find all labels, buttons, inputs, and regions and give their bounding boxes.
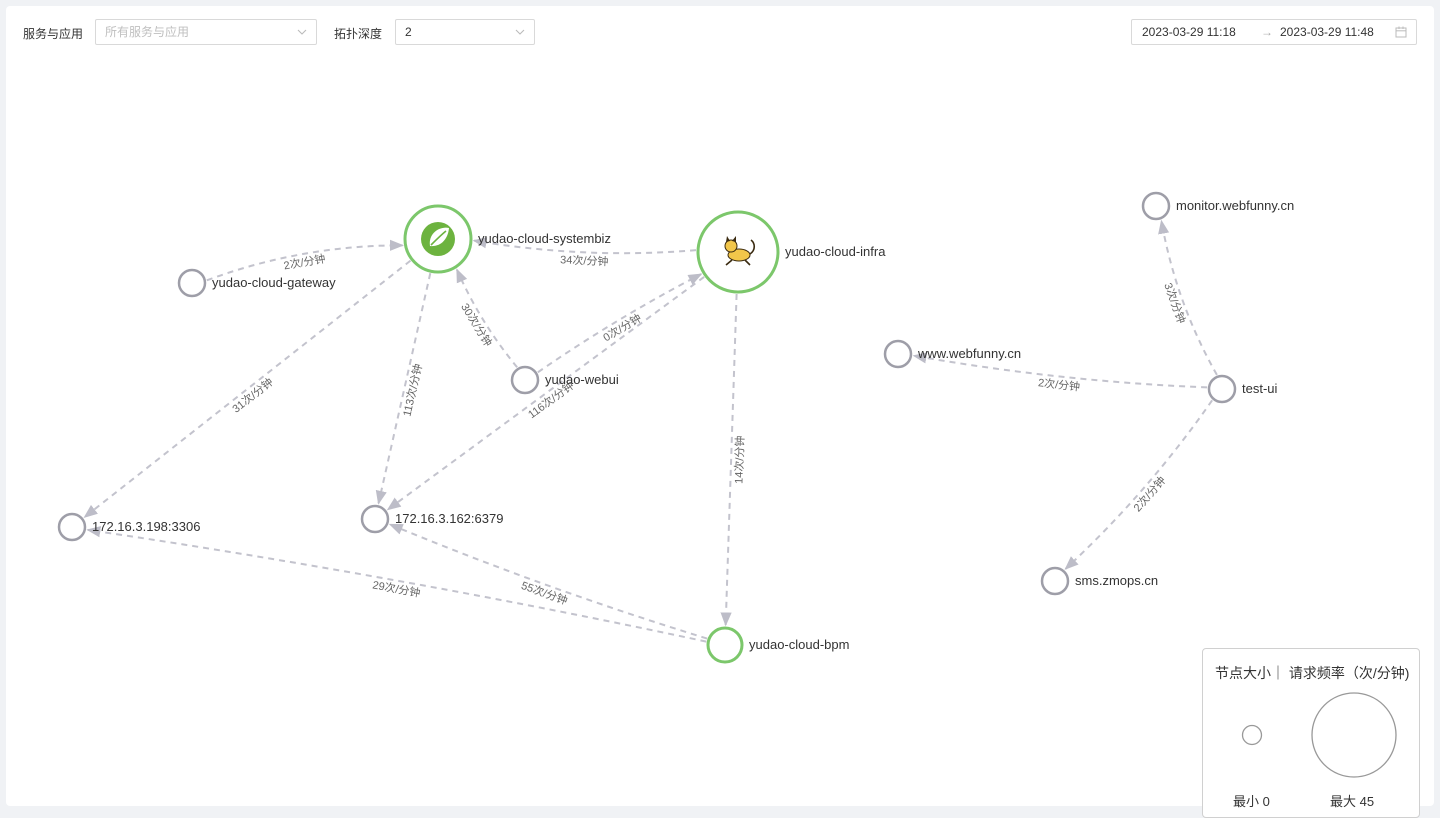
edge-webui-infra[interactable]: 0次/分钟 <box>537 273 703 374</box>
legend-title: 节点大小｜ 请求频率（次/分钟) <box>1215 665 1410 681</box>
node-size-legend: 节点大小｜ 请求频率（次/分钟) 最小 0 最大 45 <box>1202 648 1420 818</box>
edge-infra-systembiz[interactable]: 34次/分钟 <box>472 237 697 269</box>
time-range-end[interactable]: 2023-03-29 11:48 <box>1280 25 1374 39</box>
node-circle[interactable] <box>1040 566 1070 596</box>
depth-select-value: 2 <box>405 25 412 39</box>
node-systembiz[interactable]: yudao-cloud-systembiz <box>403 204 611 274</box>
node-label: sms.zmops.cn <box>1075 573 1158 588</box>
time-range-start[interactable]: 2023-03-29 11:18 <box>1142 25 1236 39</box>
node-circle[interactable] <box>1207 374 1237 404</box>
edge-label: 2次/分钟 <box>1130 473 1168 514</box>
node-label: 172.16.3.162:6379 <box>395 511 503 526</box>
node-testui[interactable]: test-ui <box>1207 374 1278 404</box>
filter-toolbar: 服务与应用 所有服务与应用 拓扑深度 2 2023-03-29 11:18 → … <box>6 6 1434 58</box>
node-circle[interactable] <box>706 626 744 664</box>
edge-systembiz-mysql[interactable]: 31次/分钟 <box>83 259 412 518</box>
nodes-layer: yudao-cloud-systembiz yudao-cloud-infra yu… <box>57 191 1294 664</box>
edge-label: 14次/分钟 <box>731 435 747 484</box>
node-label: yudao-webui <box>545 372 619 387</box>
edge-line[interactable] <box>1064 399 1213 570</box>
edge-line[interactable] <box>455 268 518 368</box>
edge-label: 2次/分钟 <box>1037 375 1080 393</box>
edge-label: 34次/分钟 <box>560 252 609 268</box>
edge-infra-bpm[interactable]: 14次/分钟 <box>720 293 747 627</box>
topology-panel: 服务与应用 所有服务与应用 拓扑深度 2 2023-03-29 11:18 → … <box>6 6 1434 818</box>
edge-testui-www[interactable]: 2次/分钟 <box>912 352 1208 394</box>
calendar-icon[interactable] <box>1395 26 1407 38</box>
edge-webui-systembiz[interactable]: 30次/分钟 <box>455 268 518 368</box>
edge-line[interactable] <box>388 523 708 640</box>
edge-systembiz-redis[interactable]: 113次/分钟 <box>375 272 432 505</box>
edge-testui-sms[interactable]: 2次/分钟 <box>1064 399 1213 570</box>
edge-infra-redis[interactable]: 116次/分钟 <box>386 276 705 511</box>
node-sms[interactable]: sms.zmops.cn <box>1040 566 1158 596</box>
edge-bpm-mysql[interactable]: 29次/分钟 <box>86 526 707 643</box>
time-range-arrow: → <box>1261 25 1273 39</box>
node-gateway[interactable]: yudao-cloud-gateway <box>177 268 336 298</box>
service-filter-label: 服务与应用 <box>23 27 84 41</box>
depth-filter-label: 拓扑深度 <box>334 27 383 41</box>
edge-line[interactable] <box>83 259 412 518</box>
edge-line[interactable] <box>375 272 432 505</box>
node-monitor[interactable]: monitor.webfunny.cn <box>1141 191 1294 221</box>
edge-label: 55次/分钟 <box>519 578 569 608</box>
edge-testui-monitor[interactable]: 3次/分钟 <box>1158 219 1218 376</box>
edge-line[interactable] <box>472 237 697 255</box>
node-circle[interactable] <box>57 512 87 542</box>
edge-line[interactable] <box>537 273 703 374</box>
spring-leaf-icon <box>421 222 455 256</box>
legend-max-label: 最大 45 <box>1330 794 1375 809</box>
node-circle[interactable] <box>360 504 390 534</box>
node-label: yudao-cloud-bpm <box>749 637 849 652</box>
node-circle[interactable] <box>177 268 207 298</box>
edge-line[interactable] <box>912 352 1208 389</box>
node-mysql[interactable]: 172.16.3.198:3306 <box>57 512 200 542</box>
edge-bpm-redis[interactable]: 55次/分钟 <box>388 523 708 640</box>
node-infra[interactable]: yudao-cloud-infra <box>696 210 886 294</box>
legend-max-circle <box>1311 692 1397 778</box>
node-circle[interactable] <box>1141 191 1171 221</box>
node-label: yudao-cloud-systembiz <box>478 231 611 246</box>
node-label: yudao-cloud-gateway <box>212 275 336 290</box>
edge-line[interactable] <box>206 239 404 282</box>
tomcat-icon <box>724 236 756 266</box>
service-select[interactable]: 所有服务与应用 <box>95 19 317 45</box>
node-circle[interactable] <box>510 365 540 395</box>
node-label: yudao-cloud-infra <box>785 244 886 259</box>
time-range-picker[interactable]: 2023-03-29 11:18 → 2023-03-29 11:48 <box>1131 19 1417 45</box>
edge-line[interactable] <box>386 276 705 511</box>
node-webui[interactable]: yudao-webui <box>510 365 619 395</box>
depth-select[interactable]: 2 <box>395 19 535 45</box>
service-select-placeholder: 所有服务与应用 <box>105 25 190 39</box>
edge-label: 31次/分钟 <box>229 375 276 416</box>
edge-line[interactable] <box>1158 219 1218 376</box>
node-label: www.webfunny.cn <box>917 346 1021 361</box>
node-label: monitor.webfunny.cn <box>1176 198 1294 213</box>
edge-label: 3次/分钟 <box>1161 281 1188 325</box>
legend-min-circle <box>1241 724 1263 746</box>
node-label: 172.16.3.198:3306 <box>92 519 200 534</box>
edge-label: 29次/分钟 <box>371 578 421 600</box>
node-bpm[interactable]: yudao-cloud-bpm <box>706 626 849 664</box>
node-circle[interactable] <box>883 339 913 369</box>
node-redis[interactable]: 172.16.3.162:6379 <box>360 504 503 534</box>
node-www[interactable]: www.webfunny.cn <box>883 339 1021 369</box>
edge-line[interactable] <box>720 293 738 627</box>
legend-min-label: 最小 0 <box>1233 794 1270 809</box>
node-label: test-ui <box>1242 381 1278 396</box>
chevron-down-icon <box>297 29 307 35</box>
legend-size-circles <box>1241 692 1397 778</box>
chevron-down-icon <box>515 29 525 35</box>
edge-line[interactable] <box>86 526 707 643</box>
edge-label: 113次/分钟 <box>400 362 425 417</box>
